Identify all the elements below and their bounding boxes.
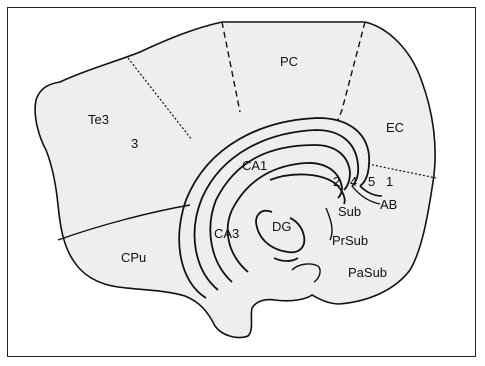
label-pasub: PaSub: [348, 265, 387, 280]
label-layer-5: 5: [368, 174, 375, 189]
label-ec: EC: [386, 120, 404, 135]
label-cpu: CPu: [121, 250, 146, 265]
label-pc: PC: [280, 54, 298, 69]
label-prsub: PrSub: [332, 233, 368, 248]
label-layer-4: 4: [350, 174, 357, 189]
label-te3: Te3: [88, 112, 109, 127]
label-ab: AB: [380, 197, 397, 212]
label-layer-3: 3: [131, 136, 138, 151]
label-layer-2: 2: [333, 174, 340, 189]
label-dg: DG: [272, 219, 292, 234]
label-ca1: CA1: [242, 158, 267, 173]
label-sub: Sub: [338, 204, 361, 219]
label-ca3: CA3: [214, 226, 239, 241]
label-layer-1: 1: [386, 174, 393, 189]
